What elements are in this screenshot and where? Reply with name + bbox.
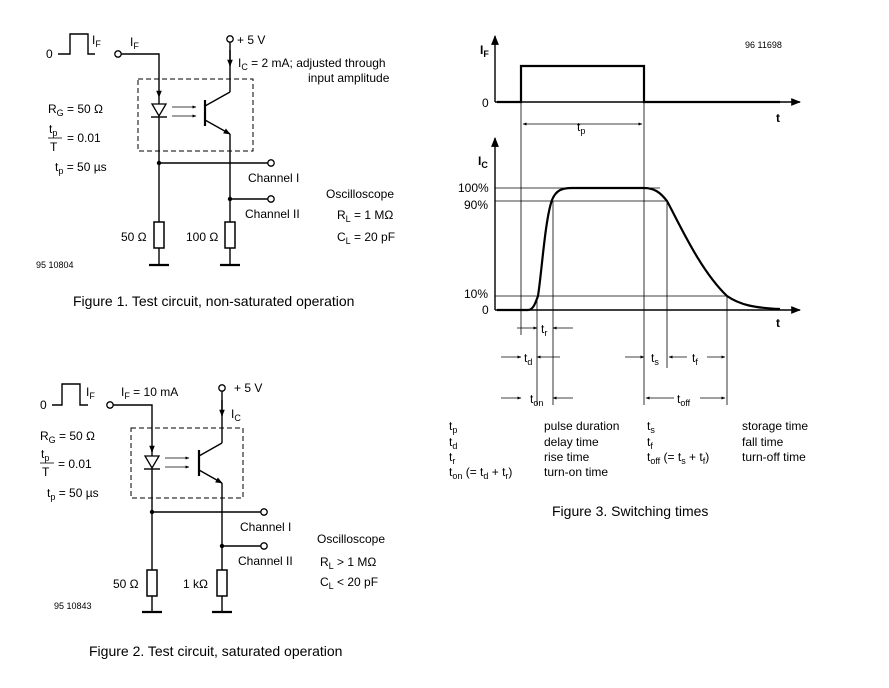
legend-tf-desc: fall time (742, 435, 784, 449)
fig2-caption: Figure 2. Test circuit, saturated operat… (89, 643, 342, 659)
fig1-r1-label: 50 Ω (121, 230, 147, 244)
fig3-ic-zero: 0 (482, 303, 489, 317)
fig2-vcc-label: + 5 V (234, 381, 262, 395)
fig2-input-zero: 0 (40, 398, 47, 412)
fig2-input-terminal (106, 401, 114, 409)
fig3-if-label: IF (480, 43, 489, 59)
fig3-pct90: 90% (464, 198, 488, 212)
legend-tf-sym: tf (647, 435, 653, 451)
fig2-resistor-1k-icon (216, 569, 228, 597)
figure2-circuit: 0 IF IF = 10 mA + 5 V IC Channel I Chann… (40, 381, 385, 659)
fig3-legend: tp pulse duration td delay time tr rise … (449, 419, 808, 481)
fig1-input-wire (121, 53, 162, 98)
fig2-channel2-label: Channel II (238, 554, 293, 568)
fig1-tp-label: tp = 50 µs (55, 160, 107, 176)
fig2-vcc-terminal (218, 384, 226, 392)
legend-tr-desc: rise time (544, 450, 590, 464)
fig1-channel2-terminal (267, 195, 275, 203)
legend-td-sym: td (449, 435, 457, 451)
fig2-code: 95 10843 (54, 601, 92, 611)
fig2-rl-label: RL > 1 MΩ (320, 555, 376, 571)
fig3-ts-label: ts (651, 351, 659, 367)
fig2-rg-label: RG = 50 Ω (40, 429, 95, 445)
fig1-resistor-100-icon (224, 221, 236, 249)
legend-td-desc: delay time (544, 435, 599, 449)
fig1-input-terminal (114, 50, 122, 58)
fig3-pct10: 10% (464, 287, 488, 301)
fig1-duty-denominator: T (50, 140, 58, 154)
fig3-tr-label: tr (541, 322, 547, 338)
fig1-caption: Figure 1. Test circuit, non-saturated op… (73, 293, 354, 309)
fig3-pct100: 100% (458, 181, 489, 195)
fig2-ic-label: IC (231, 407, 241, 423)
legend-tr-sym: tr (449, 450, 455, 466)
fig3-ic-label: IC (478, 154, 488, 170)
fig1-rl-label: RL = 1 MΩ (337, 208, 393, 224)
fig1-r2-label: 100 Ω (186, 230, 218, 244)
fig2-r1-label: 50 Ω (113, 577, 139, 591)
fig1-osc-label: Oscilloscope (326, 187, 394, 201)
legend-ton-desc: turn-on time (544, 465, 608, 479)
fig2-channel1-terminal (260, 508, 268, 516)
fig3-t-axis1: t (776, 111, 780, 125)
fig2-duty-numerator: tp (41, 447, 49, 463)
fig3-ic-waveform (497, 186, 781, 312)
legend-ton-sym: ton (= td + tr) (449, 465, 512, 481)
fig1-if-label: IF (130, 35, 139, 51)
figure3-timing: 96 11698 IF 0 t tp IC 100% 90% 10% 0 t (449, 35, 808, 519)
fig1-duty-value: = 0.01 (67, 131, 101, 145)
fig1-code: 95 10804 (36, 260, 74, 270)
fig1-input-zero: 0 (46, 47, 53, 61)
fig1-channel2-label: Channel II (245, 207, 300, 221)
fig2-channel1-label: Channel I (240, 520, 291, 534)
fig1-cl-label: CL = 20 pF (337, 230, 395, 246)
fig2-optocoupler-box (130, 427, 244, 499)
fig1-ic-text: IC = 2 mA; adjusted through (238, 56, 386, 72)
fig2-osc-label: Oscilloscope (317, 532, 385, 546)
fig2-cl-label: CL < 20 pF (320, 575, 378, 591)
fig3-ton-label: ton (530, 392, 543, 408)
legend-tp-desc: pulse duration (544, 419, 619, 433)
legend-toff-desc: turn-off time (742, 450, 806, 464)
fig3-tf-label: tf (692, 351, 698, 367)
fig1-rg-label: RG = 50 Ω (48, 102, 103, 118)
fig1-channel1-label: Channel I (248, 171, 299, 185)
fig3-tp-label: tp (577, 120, 585, 136)
fig1-optocoupler-box (137, 78, 254, 152)
fig2-input-pulse-icon (52, 383, 88, 406)
fig1-duty-numerator: tp (49, 122, 57, 138)
fig3-code: 96 11698 (745, 40, 782, 50)
fig2-duty-denominator: T (42, 465, 50, 479)
fig1-led-icon (150, 103, 168, 118)
fig2-input-wire (113, 404, 155, 453)
legend-ts-sym: ts (647, 419, 655, 435)
fig2-channel2-terminal (260, 542, 268, 550)
figure1-circuit: 0 IF IF + 5 V IC = 2 mA; adjusted throug… (36, 33, 395, 309)
fig3-caption: Figure 3. Switching times (552, 503, 708, 519)
fig2-pulse-if-label: IF (86, 385, 95, 401)
fig1-vcc-label: + 5 V (237, 33, 265, 47)
legend-tp-sym: tp (449, 419, 457, 435)
fig2-r2-label: 1 kΩ (183, 577, 208, 591)
fig3-td-label: td (524, 351, 532, 367)
fig2-tp-label: tp = 50 µs (47, 486, 99, 502)
fig1-channel1-terminal (267, 159, 275, 167)
fig2-if-label: IF = 10 mA (121, 385, 178, 401)
fig1-resistor-50-icon (153, 221, 165, 249)
fig3-toff-label: toff (677, 392, 691, 408)
fig3-if-zero: 0 (482, 96, 489, 110)
fig3-t-axis2: t (776, 316, 780, 330)
fig2-resistor-50-icon (146, 569, 158, 597)
legend-ts-desc: storage time (742, 419, 808, 433)
fig2-led-icon (143, 455, 161, 470)
fig1-vcc-terminal (226, 35, 234, 43)
fig3-if-pulse (497, 64, 780, 104)
legend-toff-sym: toff (= ts + tf) (647, 450, 709, 466)
fig1-ic-text-line2: input amplitude (308, 71, 390, 85)
fig1-pulse-if-label: IF (92, 33, 101, 49)
fig2-duty-value: = 0.01 (58, 457, 92, 471)
fig1-input-pulse-icon (58, 33, 95, 55)
